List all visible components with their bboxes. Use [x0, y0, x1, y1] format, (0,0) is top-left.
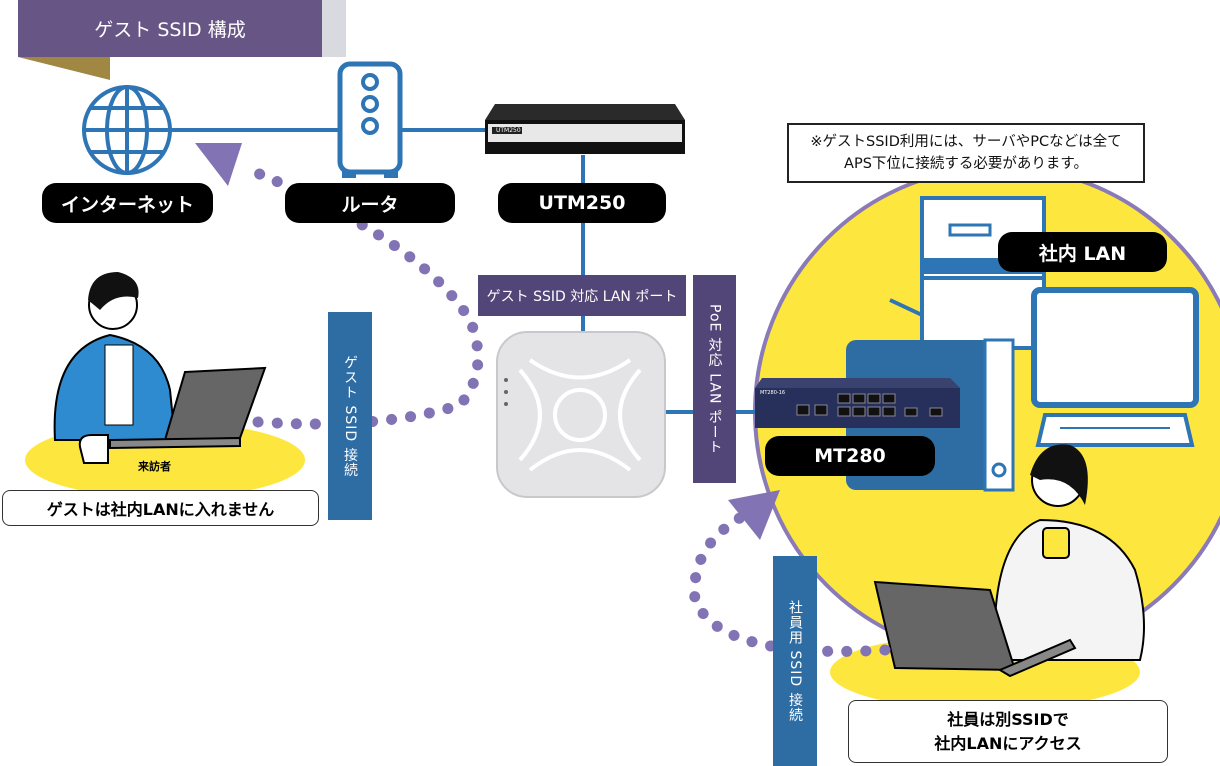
- switch-label: MT280: [765, 436, 935, 476]
- utm-device-icon: [485, 104, 685, 154]
- globe-icon: [82, 85, 172, 175]
- staff-laptop-icon: [873, 580, 1077, 678]
- guest-ssid-label: ゲスト SSID 接続: [328, 312, 372, 520]
- guest-arrow-head: [195, 143, 242, 186]
- page-title: ゲスト SSID 構成: [18, 0, 322, 57]
- visitor-laptop-icon: [109, 366, 267, 450]
- staff-ssid-label: 社員用 SSID 接続: [773, 556, 817, 766]
- staff-callout-line-2: 社内LANにアクセス: [934, 733, 1082, 753]
- access-point-icon: [496, 331, 666, 498]
- staff-callout: 社員は別SSIDで 社内LANにアクセス: [848, 700, 1168, 763]
- title-ribbon: [18, 57, 110, 80]
- router-icon: [337, 61, 403, 178]
- staff-person-icon: [993, 444, 1145, 661]
- switch-panel-label: MT280-16: [760, 390, 786, 396]
- utm-panel-label: UTM250: [496, 127, 521, 134]
- visitor-label: 来訪者: [138, 460, 171, 473]
- utm-label: UTM250: [498, 183, 666, 223]
- guest-port-label: ゲスト SSID 対応 LAN ポート: [478, 275, 686, 316]
- poe-port-label: PoE 対応 LAN ポート: [693, 275, 736, 483]
- title-tab: [322, 0, 346, 57]
- visitor-callout: ゲストは社内LANに入れません: [2, 490, 319, 526]
- staff-callout-line-1: 社員は別SSIDで: [947, 709, 1069, 729]
- internet-label: インターネット: [42, 183, 213, 223]
- router-label: ルータ: [285, 183, 455, 223]
- staff-arrow-head: [728, 490, 780, 540]
- note-line-1: ※ゲストSSID利用には、サーバやPCなどは全て: [810, 134, 1122, 150]
- monitor-icon: [1031, 287, 1199, 447]
- switch-device-icon: [755, 378, 960, 428]
- note-line-2: APS下位に接続する必要があります。: [844, 156, 1088, 172]
- visitor-person-icon: [53, 272, 177, 464]
- lan-label: 社内 LAN: [998, 232, 1167, 272]
- note-box: ※ゲストSSID利用には、サーバやPCなどは全て APS下位に接続する必要があり…: [787, 123, 1145, 183]
